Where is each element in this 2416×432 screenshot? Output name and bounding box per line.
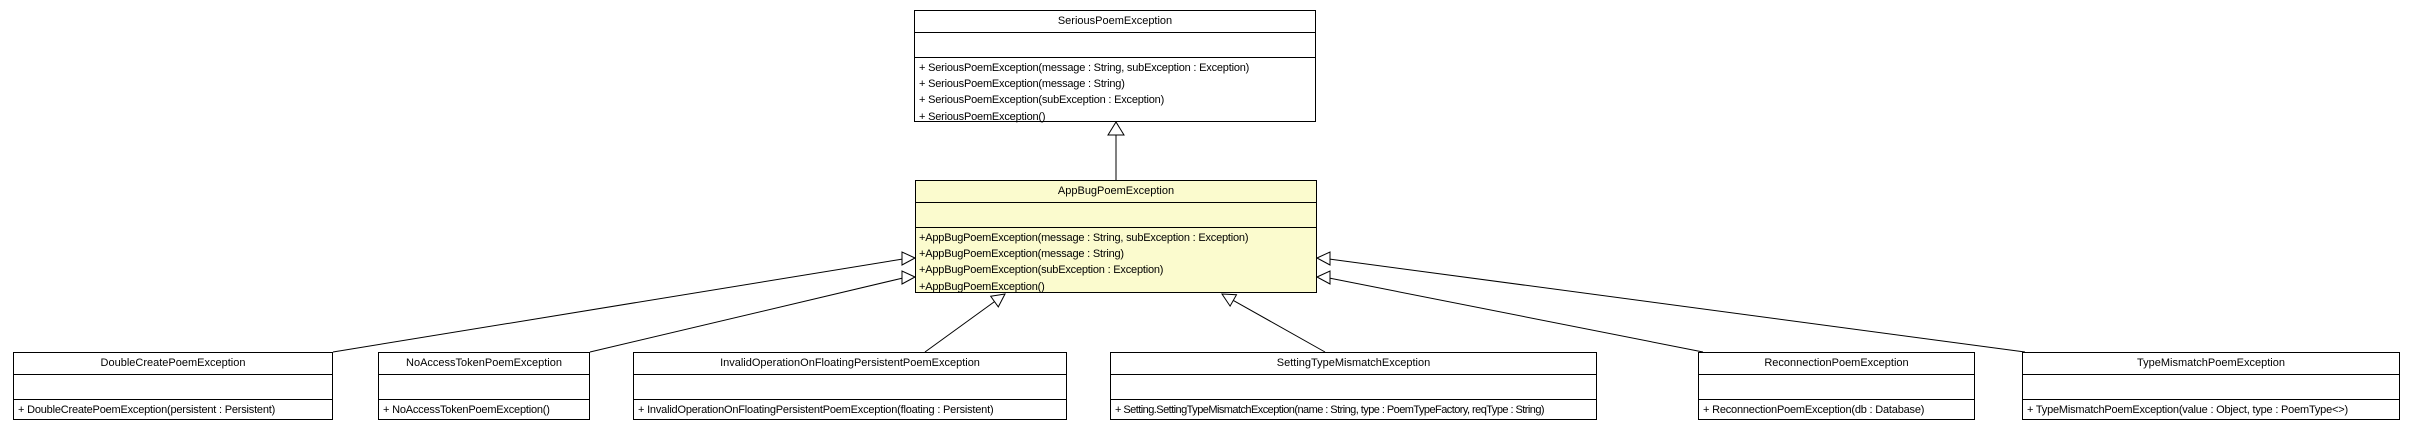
generalization-arrow-noaccesstoken-to-appbug <box>589 270 917 353</box>
class-attributes-compartment <box>379 375 589 400</box>
class-attributes-compartment <box>916 203 1316 228</box>
class-attributes-compartment <box>14 375 332 400</box>
method-signature: + InvalidOperationOnFloatingPersistentPo… <box>638 404 994 416</box>
generalization-arrow-settingtypemismatch-to-appbug <box>1221 293 1326 353</box>
class-methods-compartment: +AppBugPoemException(message : String, s… <box>916 228 1316 295</box>
class-name: ReconnectionPoemException <box>1699 353 1974 375</box>
method-signature: +AppBugPoemException() <box>919 280 1045 293</box>
class-box-invalidoperationonfloatingpersistentpoemexception[interactable]: InvalidOperationOnFloatingPersistentPoem… <box>633 352 1067 420</box>
class-attributes-compartment <box>1699 375 1974 400</box>
method-signature: + SeriousPoemException(message : String) <box>919 78 1125 91</box>
class-name: SeriousPoemException <box>915 11 1315 33</box>
class-name: AppBugPoemException <box>916 181 1316 203</box>
method-signature: + NoAccessTokenPoemException() <box>383 404 550 416</box>
method-signature: + SeriousPoemException(message : String,… <box>919 62 1250 74</box>
method-signature: +AppBugPoemException(message : String) <box>919 248 1124 261</box>
class-attributes-compartment <box>2023 375 2399 400</box>
class-box-seriouspoemexception[interactable]: SeriousPoemException + SeriousPoemExcept… <box>914 10 1316 125</box>
class-methods-compartment: + NoAccessTokenPoemException() <box>379 400 589 418</box>
generalization-arrow-doublecreate-to-appbug <box>332 251 917 353</box>
class-attributes-compartment <box>1111 375 1596 400</box>
method-signature: +AppBugPoemException(message : String, s… <box>919 232 1249 244</box>
method-signature: + TypeMismatchPoemException(value : Obje… <box>2027 404 2348 416</box>
class-box-doublecreatepoemexception[interactable]: DoubleCreatePoemException + DoubleCreate… <box>13 352 333 420</box>
class-name: NoAccessTokenPoemException <box>379 353 589 375</box>
method-signature: + SeriousPoemException() <box>919 110 1046 123</box>
method-signature: + Setting.SettingTypeMismatchException(n… <box>1115 404 1545 416</box>
class-name: TypeMismatchPoemException <box>2023 353 2399 375</box>
method-signature: + SeriousPoemException(subException : Ex… <box>919 94 1165 107</box>
class-methods-compartment: + SeriousPoemException(message : String,… <box>915 58 1315 125</box>
class-box-appbugpoemexception[interactable]: AppBugPoemException +AppBugPoemException… <box>915 180 1317 293</box>
generalization-arrow-appbug-to-serious <box>1107 121 1125 180</box>
class-methods-compartment: + Setting.SettingTypeMismatchException(n… <box>1111 400 1596 418</box>
class-box-typemismatchpoemexception[interactable]: TypeMismatchPoemException + TypeMismatch… <box>2022 352 2400 420</box>
generalization-arrow-typemismatch-to-appbug <box>1315 251 2026 353</box>
method-signature: + DoubleCreatePoemException(persistent :… <box>18 404 276 416</box>
class-attributes-compartment <box>915 33 1315 58</box>
class-name: SettingTypeMismatchException <box>1111 353 1596 375</box>
class-methods-compartment: + ReconnectionPoemException(db : Databas… <box>1699 400 1974 418</box>
class-name: InvalidOperationOnFloatingPersistentPoem… <box>634 353 1066 375</box>
generalization-arrow-reconnection-to-appbug <box>1315 270 1704 353</box>
class-box-settingtypemismatchexception[interactable]: SettingTypeMismatchException + Setting.S… <box>1110 352 1597 420</box>
class-methods-compartment: + TypeMismatchPoemException(value : Obje… <box>2023 400 2399 418</box>
class-box-reconnectionpoemexception[interactable]: ReconnectionPoemException + Reconnection… <box>1698 352 1975 420</box>
method-signature: + ReconnectionPoemException(db : Databas… <box>1703 404 1925 416</box>
class-name: DoubleCreatePoemException <box>14 353 332 375</box>
class-methods-compartment: + InvalidOperationOnFloatingPersistentPo… <box>634 400 1066 418</box>
generalization-arrow-invalidoperation-to-appbug <box>924 293 1006 353</box>
method-signature: +AppBugPoemException(subException : Exce… <box>919 264 1164 277</box>
class-attributes-compartment <box>634 375 1066 400</box>
class-methods-compartment: + DoubleCreatePoemException(persistent :… <box>14 400 332 418</box>
class-box-noaccesstokenpoemexception[interactable]: NoAccessTokenPoemException + NoAccessTok… <box>378 352 590 420</box>
